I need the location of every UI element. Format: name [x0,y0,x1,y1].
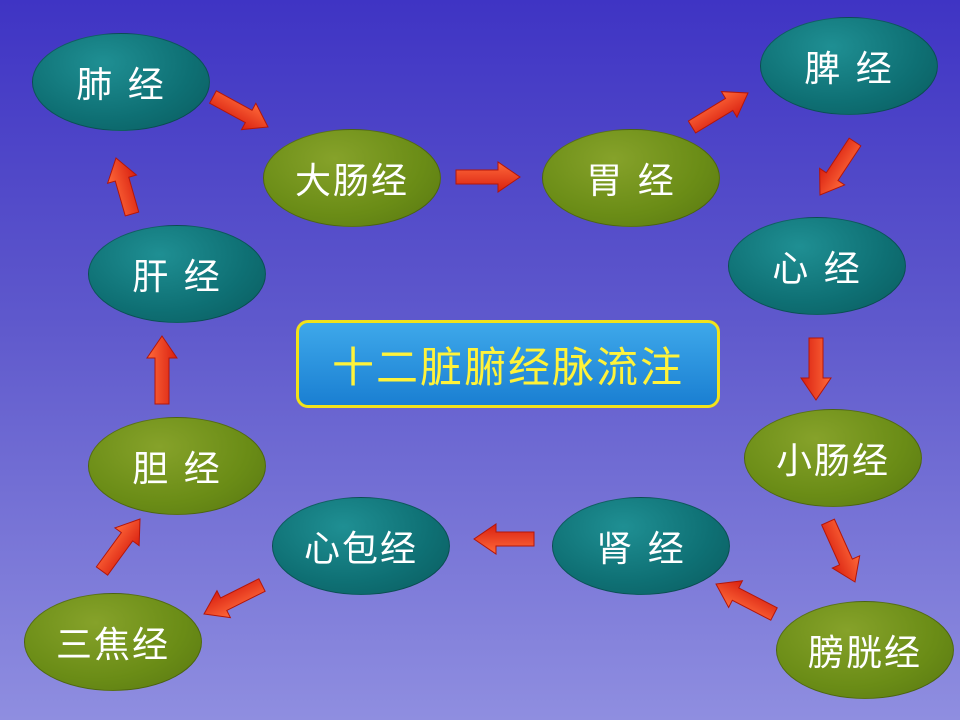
node-kidney-meridian: 肾 经 [552,497,730,595]
node-gallbladder-meridian: 胆 经 [88,417,266,515]
arrow-pericardium-to-triple-burner [203,578,266,619]
node-stomach-meridian: 胃 经 [542,129,720,227]
node-lung-meridian: 肺 经 [32,33,210,131]
arrow-stomach-to-spleen [687,91,749,134]
arrow-small-intestine-to-bladder [820,518,861,583]
node-small-intestine-meridian: 小肠经 [744,409,922,507]
diagram-title: 十二脏腑经脉流注 [296,320,720,408]
arrow-kidney-to-pericardium [473,523,535,555]
node-large-intestine-meridian: 大肠经 [263,129,441,227]
arrow-lung-to-large-intestine [208,90,269,131]
arrow-spleen-to-heart [819,137,862,196]
node-pericardium-meridian: 心包经 [272,497,450,595]
node-bladder-meridian: 膀胱经 [776,601,954,699]
arrow-gallbladder-to-liver [146,335,178,405]
arrow-triple-burner-to-gallbladder [95,518,141,576]
node-heart-meridian: 心 经 [728,217,906,315]
node-spleen-meridian: 脾 经 [760,17,938,115]
diagram-title-text: 十二脏腑经脉流注 [331,342,684,392]
node-liver-meridian: 肝 经 [88,225,266,323]
arrow-large-intestine-to-stomach [455,161,521,193]
arrow-bladder-to-kidney [715,580,778,621]
arrow-heart-to-small-intestine [800,337,832,401]
arrow-liver-to-lung [106,157,140,217]
node-triple-burner-meridian: 三焦经 [24,593,202,691]
